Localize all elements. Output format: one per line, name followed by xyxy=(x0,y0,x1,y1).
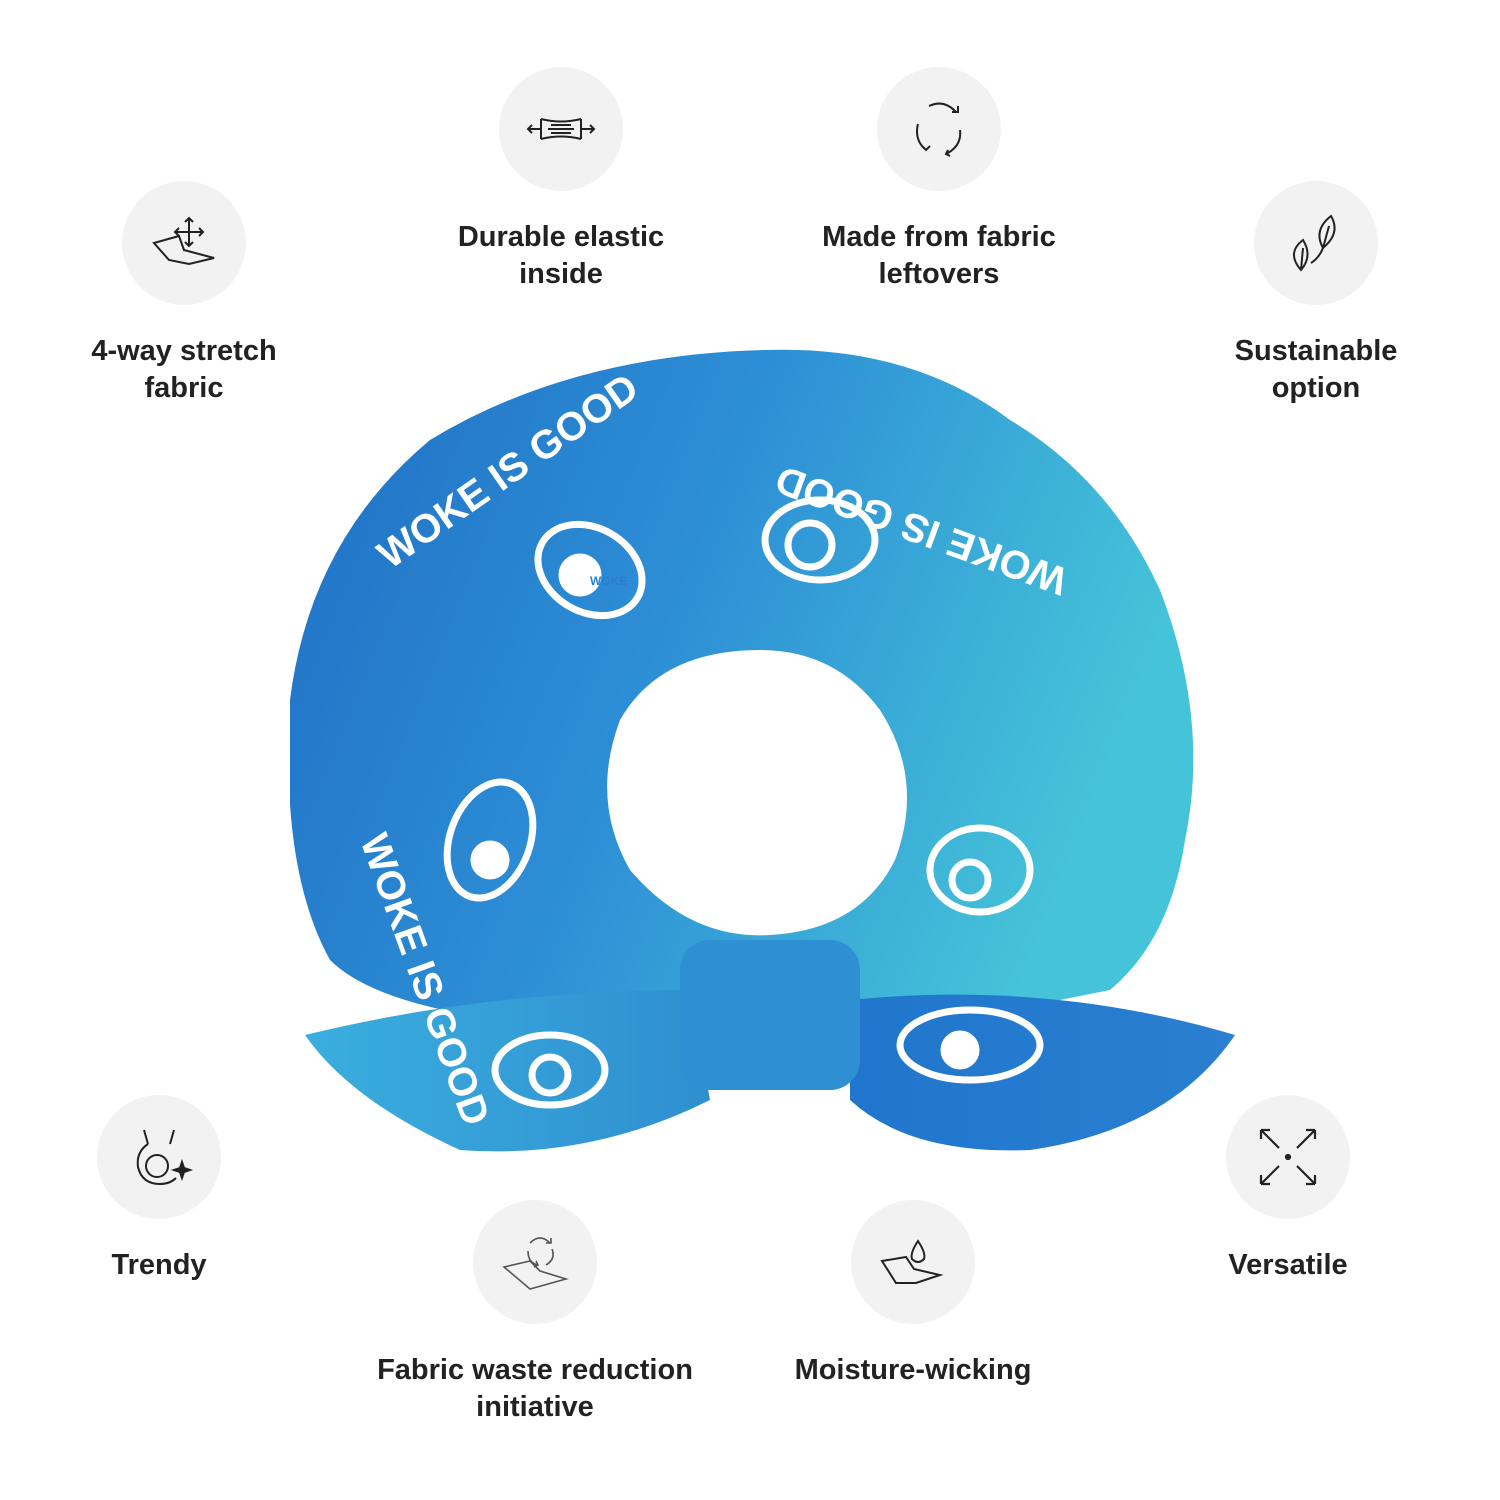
eye-text: WOKE xyxy=(590,574,627,588)
expand-arrows-icon xyxy=(1226,1095,1350,1219)
eye-print xyxy=(443,496,1044,1109)
feature-label: Versatile xyxy=(1228,1249,1348,1281)
feature-label: Durable elastic xyxy=(457,221,665,253)
bow-left xyxy=(305,990,710,1152)
feature-moisture-wicking: Moisture-wicking xyxy=(733,1200,1093,1389)
droplet-fabric-icon xyxy=(851,1200,975,1324)
feature-label: leftovers xyxy=(878,258,1000,290)
feature-label: Sustainable xyxy=(1234,335,1398,367)
feature-versatile: Versatile xyxy=(1108,1095,1468,1284)
feature-label: fabric xyxy=(144,372,224,404)
elastic-icon xyxy=(499,67,623,191)
feature-sustainable: Sustainable option xyxy=(1136,181,1496,407)
feature-label: inside xyxy=(519,258,603,290)
feature-label: option xyxy=(1271,372,1361,404)
scrunchie-product-image: WOKE IS GOOD WOKE IS GOOD WOKE IS GOOD W… xyxy=(290,349,1235,1152)
feature-label: Trendy xyxy=(111,1249,207,1281)
feature-durable-elastic: Durable elastic inside xyxy=(381,67,741,293)
bow-right xyxy=(850,994,1235,1151)
recycle-icon xyxy=(877,67,1001,191)
cat-sparkle-icon xyxy=(97,1095,221,1219)
leaves-icon xyxy=(1254,181,1378,305)
feature-label: Fabric waste reduction xyxy=(377,1354,693,1386)
feature-4-way-stretch: 4-way stretch fabric xyxy=(4,181,364,407)
feature-fabric-leftovers: Made from fabric leftovers xyxy=(759,67,1119,293)
feature-label: Made from fabric xyxy=(822,221,1056,253)
feature-label: 4-way stretch xyxy=(91,335,277,367)
stretch-fabric-icon xyxy=(122,181,246,305)
feature-label: Moisture-wicking xyxy=(794,1354,1032,1386)
feature-trendy: Trendy xyxy=(0,1095,339,1284)
feature-label: initiative xyxy=(476,1391,594,1423)
fabric-recycle-icon xyxy=(473,1200,597,1324)
bow-knot xyxy=(680,940,860,1090)
feature-fabric-waste-reduction: Fabric waste reduction initiative xyxy=(355,1200,715,1426)
